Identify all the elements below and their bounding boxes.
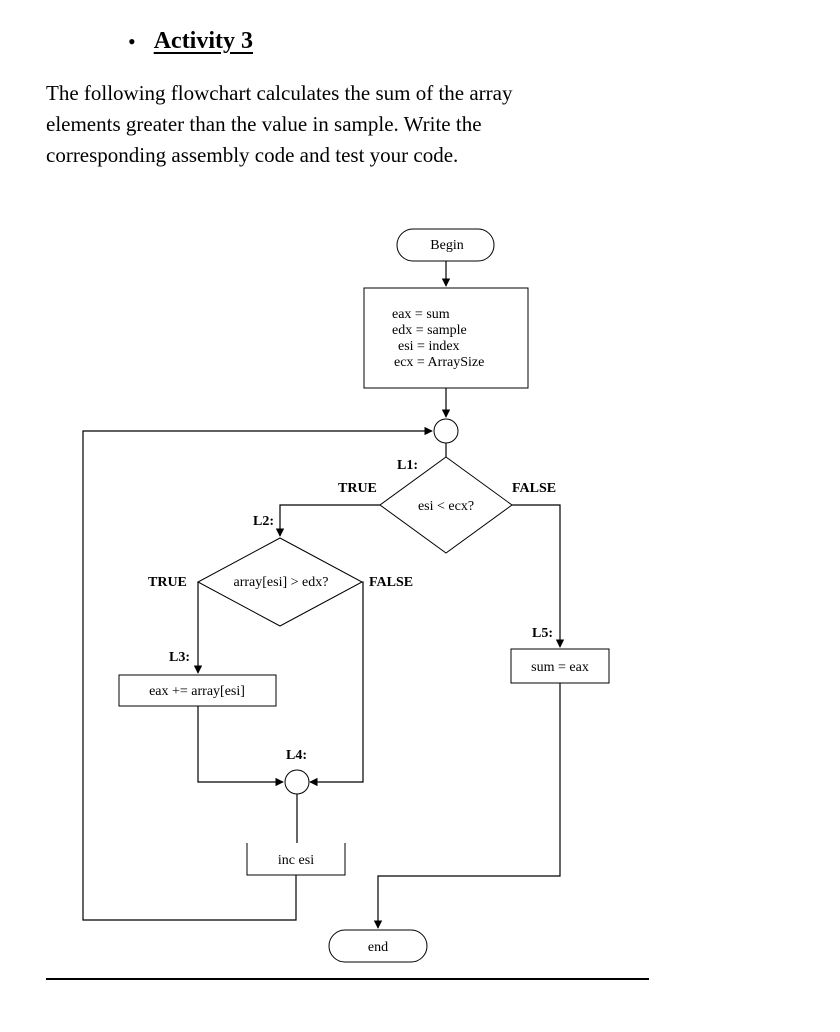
- intro-line: elements greater than the value in sampl…: [46, 112, 482, 136]
- cond2-true-label: TRUE: [148, 575, 187, 590]
- bullet-icon: •: [128, 28, 136, 54]
- cond2-text: array[esi] > edx?: [234, 575, 329, 590]
- init-line: esi = index: [398, 339, 460, 354]
- l4-label: L4:: [286, 748, 307, 763]
- store-box: [510, 648, 610, 684]
- cond2-diamond: [196, 537, 364, 627]
- add-step-text: eax += array[esi]: [149, 684, 245, 699]
- init-line: ecx = ArraySize: [394, 355, 484, 370]
- intro-line: The following flowchart calculates the s…: [46, 81, 513, 105]
- store-step-text: sum = eax: [531, 660, 589, 675]
- add-box: [118, 674, 277, 707]
- bottom-divider: [46, 978, 649, 980]
- end-label: end: [368, 940, 388, 955]
- l4-connector-circle: [284, 769, 310, 795]
- connector-cond1-true: [275, 504, 380, 537]
- cond1-text: esi < ecx?: [418, 499, 474, 514]
- l1-label: L1:: [397, 458, 418, 473]
- init-line: eax = sum: [392, 307, 450, 322]
- end-terminal: [328, 929, 428, 963]
- cond1-diamond: [379, 456, 513, 554]
- connector-add-l4: [197, 706, 284, 787]
- l3-label: L3:: [169, 650, 190, 665]
- begin-label: Begin: [430, 238, 463, 253]
- inc-step-text: inc esi: [278, 853, 314, 868]
- cond2-false-label: FALSE: [369, 575, 413, 590]
- activity-heading: • Activity 3: [128, 28, 253, 55]
- intro-line: corresponding assembly code and test you…: [46, 143, 459, 167]
- connector-cond1-false: [512, 504, 565, 648]
- init-box: [363, 287, 529, 389]
- cond1-false-label: FALSE: [512, 481, 556, 496]
- intro-paragraph: The following flowchart calculates the s…: [46, 78, 586, 171]
- connector-store-end: [373, 683, 561, 929]
- l2-label: L2:: [253, 514, 274, 529]
- l5-label: L5:: [532, 626, 553, 641]
- connector-cond2-false: [309, 581, 364, 787]
- connector-loop-back: [82, 426, 433, 921]
- loop-connector-circle: [433, 418, 459, 444]
- init-line: edx = sample: [392, 323, 467, 338]
- activity-title: Activity 3: [153, 28, 254, 54]
- cond1-true-label: TRUE: [338, 481, 377, 496]
